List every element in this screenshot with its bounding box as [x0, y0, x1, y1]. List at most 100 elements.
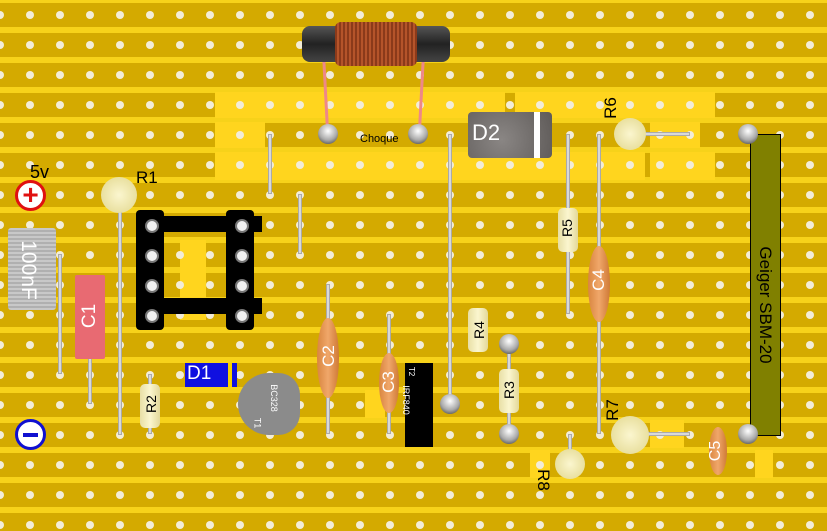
hole — [656, 281, 664, 289]
hole — [536, 311, 544, 319]
hole — [176, 41, 184, 49]
hole — [266, 311, 274, 319]
hole — [56, 11, 64, 19]
hole — [566, 341, 574, 349]
hole — [686, 11, 694, 19]
hole — [356, 71, 364, 79]
hole — [296, 251, 304, 259]
hole — [326, 71, 334, 79]
label-c3: C3 — [378, 371, 398, 393]
hole — [86, 431, 94, 439]
hole — [176, 371, 184, 379]
label-100nf: 100nF — [16, 240, 40, 300]
label-mosfet-id: T2 — [407, 366, 417, 377]
hole — [446, 521, 454, 529]
hole — [386, 101, 394, 109]
hole — [656, 461, 664, 469]
hole — [656, 521, 664, 529]
hole — [476, 41, 484, 49]
hole — [566, 521, 574, 529]
copper-strip — [0, 483, 827, 507]
hole — [566, 71, 574, 79]
hole — [716, 491, 724, 499]
hole — [716, 221, 724, 229]
hole — [176, 401, 184, 409]
hole — [116, 101, 124, 109]
hole — [476, 101, 484, 109]
hole — [536, 71, 544, 79]
hole — [626, 461, 634, 469]
hole — [506, 41, 514, 49]
ic-pin — [228, 212, 252, 236]
hole — [656, 101, 664, 109]
hole — [506, 11, 514, 19]
hole — [746, 41, 754, 49]
hole — [146, 71, 154, 79]
hole — [506, 191, 514, 199]
hole — [806, 281, 814, 289]
hole — [0, 311, 4, 319]
hole — [416, 161, 424, 169]
hole — [506, 161, 514, 169]
mosfet-irf840: IRF840 T2 — [401, 363, 433, 447]
hole — [86, 161, 94, 169]
hole — [446, 41, 454, 49]
hole — [206, 11, 214, 19]
hole — [776, 41, 784, 49]
inductor — [302, 22, 450, 66]
hole — [536, 101, 544, 109]
hole — [86, 101, 94, 109]
hole — [566, 401, 574, 409]
hole — [206, 491, 214, 499]
hole — [656, 341, 664, 349]
hole — [806, 161, 814, 169]
hole — [206, 251, 214, 259]
hole — [476, 461, 484, 469]
hole — [296, 161, 304, 169]
hole — [656, 221, 664, 229]
hole — [176, 431, 184, 439]
hole — [86, 401, 94, 409]
solder-point — [738, 124, 758, 144]
hole — [266, 101, 274, 109]
hole — [266, 431, 274, 439]
hole — [596, 11, 604, 19]
hole — [236, 431, 244, 439]
label-d1: D1 — [187, 363, 212, 384]
hole — [686, 341, 694, 349]
hole — [686, 311, 694, 319]
hole — [206, 71, 214, 79]
hole — [26, 131, 34, 139]
copper-strip — [0, 333, 827, 357]
hole — [656, 401, 664, 409]
resistor-r2 — [140, 384, 160, 428]
hole — [0, 461, 4, 469]
hole — [386, 521, 394, 529]
hole — [0, 371, 4, 379]
hole — [776, 461, 784, 469]
hole — [806, 251, 814, 259]
hole — [476, 521, 484, 529]
hole — [476, 161, 484, 169]
hole — [566, 491, 574, 499]
hole — [86, 521, 94, 529]
hole — [56, 371, 64, 379]
hole — [626, 521, 634, 529]
hole — [416, 11, 424, 19]
hole — [56, 131, 64, 139]
hole — [0, 401, 4, 409]
hole — [356, 461, 364, 469]
hole — [776, 11, 784, 19]
hole — [596, 41, 604, 49]
hole — [476, 431, 484, 439]
hole — [176, 281, 184, 289]
hole — [596, 431, 604, 439]
hole — [26, 491, 34, 499]
hole — [176, 161, 184, 169]
hole — [476, 71, 484, 79]
hole — [56, 161, 64, 169]
hole — [506, 461, 514, 469]
hole — [296, 491, 304, 499]
hole — [566, 191, 574, 199]
